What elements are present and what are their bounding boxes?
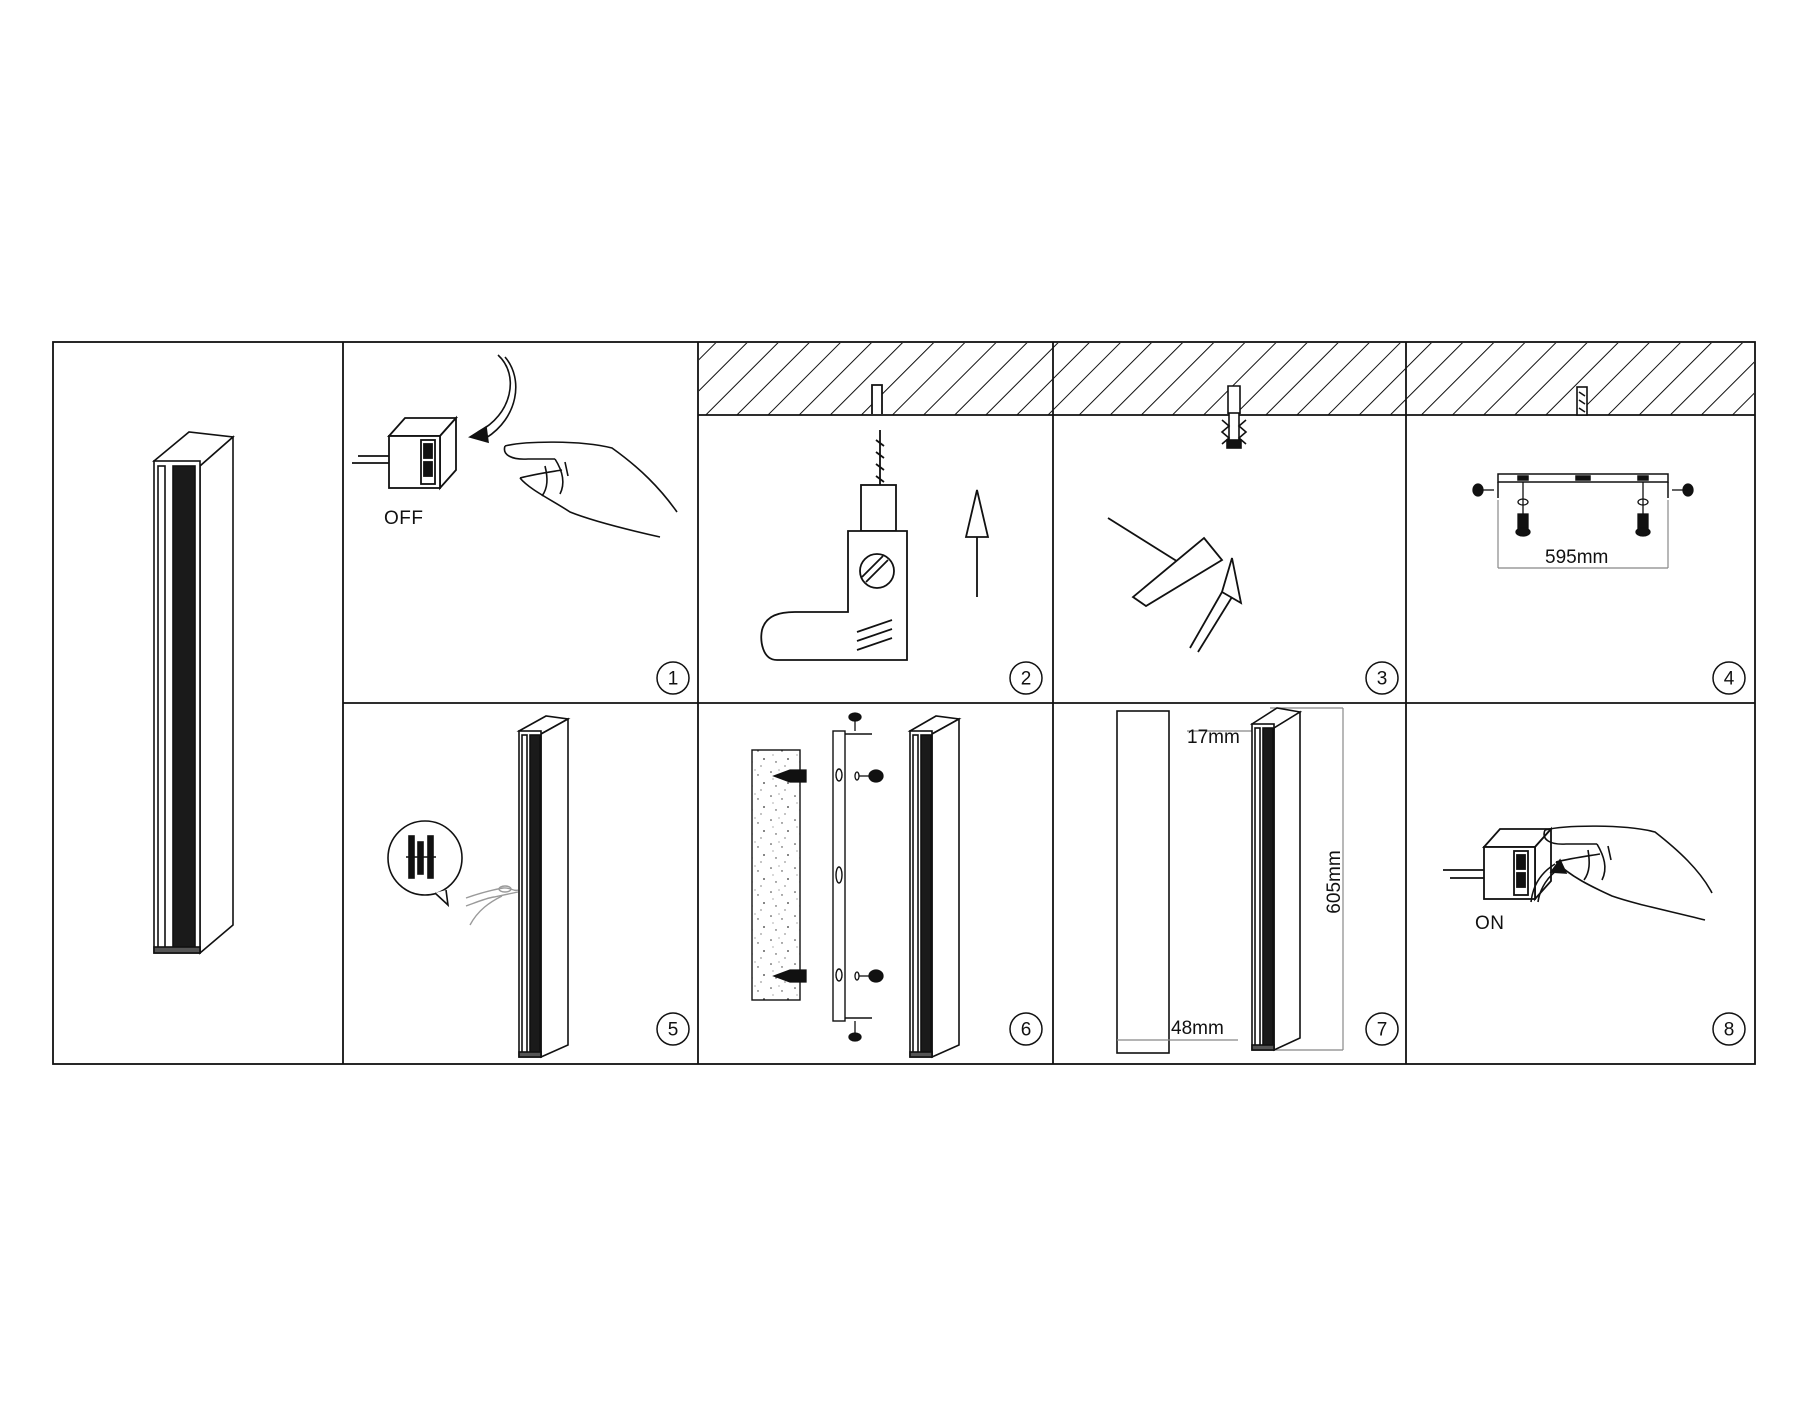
panel-grid (52, 341, 1756, 1065)
hammer-icon (1107, 517, 1243, 653)
ceiling-hole (871, 384, 883, 414)
mounting-bracket-icon (1497, 473, 1669, 498)
hand-icon (503, 441, 678, 538)
wire (465, 885, 519, 926)
wire-connector-icon (387, 820, 463, 908)
length-label: 605mm (1324, 850, 1345, 913)
svg-text:8: 8 (1724, 1020, 1735, 1041)
bracket-width-label: 595mm (1545, 547, 1608, 568)
step-number-3: 3 (1365, 661, 1399, 695)
mount-panel (751, 712, 962, 1059)
dimensions-panel: 17mm 48mm 605mm (1116, 707, 1345, 1054)
depth-label: 17mm (1187, 727, 1240, 748)
anchor-panel (1107, 385, 1248, 653)
step-number-5: 5 (656, 1012, 690, 1046)
arrow-up-icon (964, 489, 990, 597)
wiring-panel (387, 715, 571, 1059)
mounting-bracket-icon (832, 730, 872, 1022)
step-number-1: 1 (656, 661, 690, 695)
curved-arrow-icon (1530, 858, 1568, 903)
wall-anchor-icon (1576, 386, 1588, 416)
wall-lamp-icon (907, 715, 962, 1059)
screw-icon (772, 712, 884, 1042)
switch-on-panel: ON (1443, 825, 1713, 934)
wall-lamp-icon (516, 715, 571, 1059)
svg-text:7: 7 (1377, 1020, 1388, 1041)
switch-off-label: OFF (384, 508, 424, 529)
step-numbers: 1 2 3 4 5 6 7 8 (656, 661, 1746, 1046)
wall-anchor-icon (1220, 385, 1248, 449)
step-number-4: 4 (1712, 661, 1746, 695)
drill-icon (760, 430, 908, 661)
drill-panel (760, 384, 990, 661)
bracket-dimension-line (1497, 500, 1669, 569)
wall-lamp-icon (1249, 707, 1303, 1052)
svg-text:3: 3 (1377, 669, 1388, 690)
svg-text:5: 5 (668, 1020, 679, 1041)
curved-arrow-icon (468, 354, 517, 444)
width-label: 48mm (1171, 1018, 1224, 1039)
dimension-lines (1117, 707, 1344, 1051)
svg-text:4: 4 (1724, 669, 1735, 690)
svg-text:1: 1 (668, 669, 679, 690)
step-number-7: 7 (1365, 1012, 1399, 1046)
lamp-side-view (1116, 710, 1170, 1054)
screw-icon (1472, 482, 1694, 537)
product-lamp (152, 431, 235, 955)
step-number-6: 6 (1009, 1012, 1043, 1046)
step-number-2: 2 (1009, 661, 1043, 695)
step-number-8: 8 (1712, 1012, 1746, 1046)
bracket-panel: 595mm (1472, 386, 1694, 569)
wall-section (751, 749, 801, 1001)
hand-icon (1543, 825, 1713, 921)
switch-off-panel: OFF (352, 354, 678, 538)
ceiling-hatch (699, 343, 1754, 415)
svg-text:2: 2 (1021, 669, 1032, 690)
svg-text:6: 6 (1021, 1020, 1032, 1041)
switch-on-label: ON (1475, 913, 1505, 934)
light-switch-icon (1443, 826, 1554, 902)
light-switch-icon (352, 415, 459, 491)
